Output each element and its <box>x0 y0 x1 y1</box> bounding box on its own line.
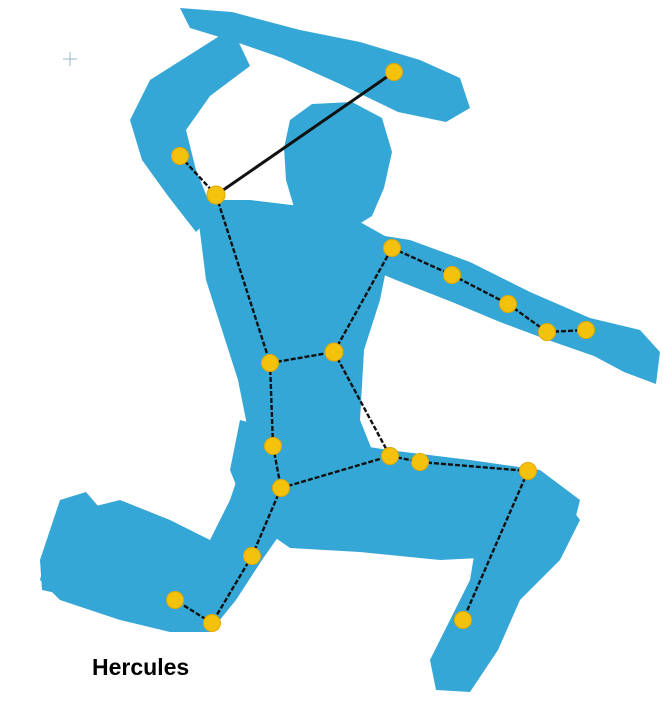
star <box>500 296 517 313</box>
star <box>167 592 184 609</box>
star <box>384 240 401 257</box>
star <box>262 355 279 372</box>
star <box>273 480 290 497</box>
crosshair-mark <box>63 52 77 66</box>
star <box>412 454 429 471</box>
constellation-name-label: Hercules <box>92 654 189 681</box>
star <box>386 64 403 81</box>
star <box>204 615 221 632</box>
star <box>382 448 399 465</box>
star <box>455 612 472 629</box>
star <box>444 267 461 284</box>
star <box>325 343 343 361</box>
hercules-figure-silhouette <box>40 8 660 692</box>
star <box>539 324 556 341</box>
star <box>172 148 189 165</box>
star <box>207 186 225 204</box>
star <box>244 548 261 565</box>
star <box>265 438 282 455</box>
star <box>520 463 537 480</box>
star <box>578 322 595 339</box>
